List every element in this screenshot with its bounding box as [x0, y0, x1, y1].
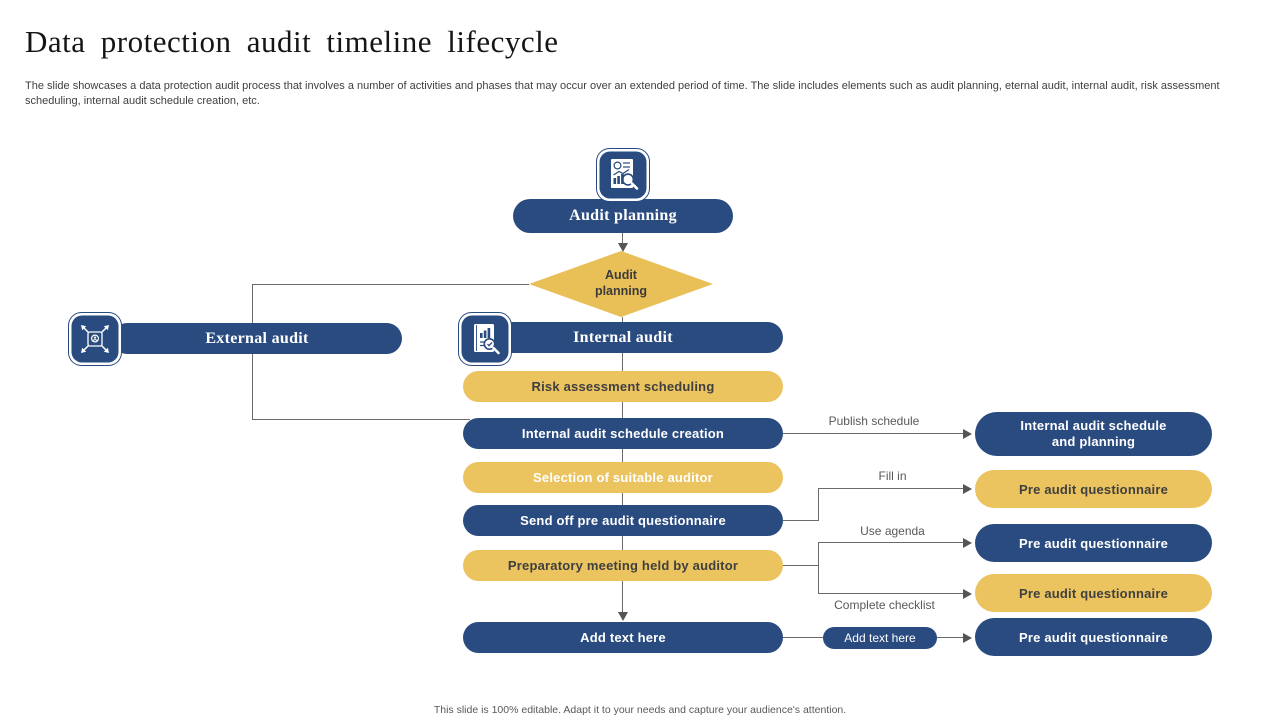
output-pre-audit-questionnaire-1[interactable]: Pre audit questionnaire	[975, 470, 1212, 508]
step-preparatory-meeting[interactable]: Preparatory meeting held by auditor	[463, 550, 783, 581]
document-chart-search-icon[interactable]	[458, 312, 512, 366]
connector-line	[783, 565, 819, 566]
decision-label: Audit planning	[594, 268, 648, 298]
step-internal-audit-schedule-creation[interactable]: Internal audit schedule creation	[463, 418, 783, 449]
arrowhead-down-icon	[618, 243, 628, 252]
step-risk-assessment-scheduling[interactable]: Risk assessment scheduling	[463, 371, 783, 402]
connector-line	[818, 593, 967, 594]
node-internal-audit[interactable]: Internal audit	[463, 322, 783, 353]
page-title: Data protection audit timeline lifecycle	[25, 24, 559, 59]
output-pre-audit-questionnaire-2[interactable]: Pre audit questionnaire	[975, 524, 1212, 562]
connector-line	[937, 637, 967, 638]
connector-label: Use agenda	[860, 524, 925, 538]
decision-audit-planning[interactable]: Audit planning	[529, 251, 713, 317]
connector-line	[783, 520, 819, 521]
output-pre-audit-questionnaire-4[interactable]: Pre audit questionnaire	[975, 618, 1212, 656]
connector-label: Complete checklist	[834, 598, 935, 612]
connector-line	[252, 419, 470, 420]
connector-line	[818, 542, 967, 543]
add-text-here-tag[interactable]: Add text here	[823, 627, 937, 649]
arrowhead-down-icon	[618, 612, 628, 621]
output-internal-audit-schedule-and-planning[interactable]: Internal audit schedule and planning	[975, 412, 1212, 456]
connector-label: Fill in	[878, 469, 907, 483]
arrowhead-right-icon	[963, 429, 972, 439]
step-selection-of-suitable-auditor[interactable]: Selection of suitable auditor	[463, 462, 783, 493]
arrowhead-right-icon	[963, 589, 972, 599]
arrowhead-right-icon	[963, 484, 972, 494]
step-add-text-here[interactable]: Add text here	[463, 622, 783, 653]
report-analysis-icon[interactable]	[596, 148, 650, 202]
connector-line	[622, 233, 623, 247]
expand-user-search-icon[interactable]	[68, 312, 122, 366]
connector-line	[818, 488, 967, 489]
arrowhead-right-icon	[963, 633, 972, 643]
output-pre-audit-questionnaire-3[interactable]: Pre audit questionnaire	[975, 574, 1212, 612]
step-send-off-pre-audit-questionnaire[interactable]: Send off pre audit questionnaire	[463, 505, 783, 536]
node-external-audit[interactable]: External audit	[112, 323, 402, 354]
connector-line	[252, 284, 529, 285]
connector-line	[783, 637, 825, 638]
connector-line	[818, 488, 819, 521]
connector-label: Publish schedule	[828, 414, 920, 428]
arrowhead-right-icon	[963, 538, 972, 548]
connector-line	[783, 433, 967, 434]
slide-description: The slide showcases a data protection au…	[25, 80, 1220, 107]
connector-line	[818, 542, 819, 594]
node-audit-planning[interactable]: Audit planning	[513, 199, 733, 233]
footer-note: This slide is 100% editable. Adapt it to…	[433, 704, 847, 716]
